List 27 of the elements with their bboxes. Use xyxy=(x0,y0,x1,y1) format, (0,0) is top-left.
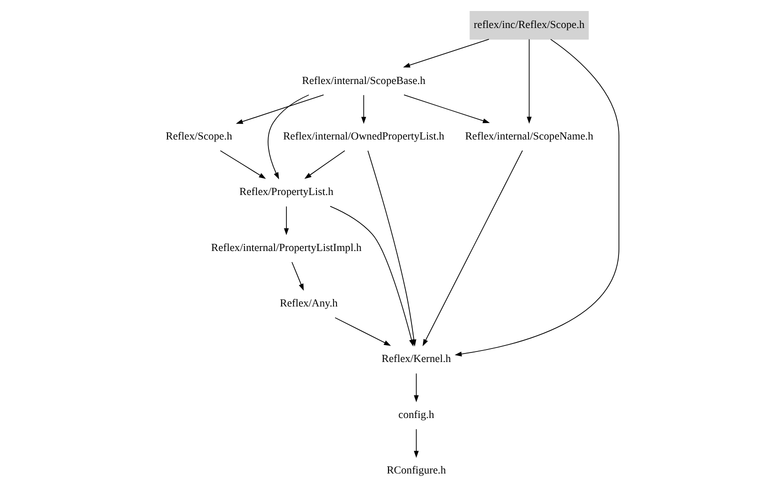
arrow xyxy=(413,428,418,458)
arrow xyxy=(413,373,418,402)
arrow xyxy=(283,206,288,236)
node-text: config.h xyxy=(398,408,434,421)
node-text: Reflex/internal/PropertyListImpl.h xyxy=(210,242,362,254)
arrow xyxy=(235,94,324,124)
arrow xyxy=(329,206,414,346)
arrow xyxy=(291,262,304,291)
arrow xyxy=(403,94,490,124)
arrow xyxy=(219,150,266,179)
node-text: Reflex/internal/OwnedPropertyList.h xyxy=(282,130,444,142)
arrow xyxy=(360,94,366,124)
node-text: Reflex/internal/ScopeBase.h xyxy=(302,74,425,87)
arrow xyxy=(422,150,522,346)
node-box: reflex/inc/Reflex/Scope.h xyxy=(469,10,588,40)
node-text: Reflex/internal/ScopeName.h xyxy=(464,130,593,142)
node-text: Reflex/Any.h xyxy=(279,298,338,310)
node-text: Reflex/Scope.h xyxy=(165,130,232,142)
arrow xyxy=(304,150,345,179)
node-text: Reflex/PropertyList.h xyxy=(238,186,333,198)
node-text: Reflex/Kernel.h xyxy=(381,353,450,366)
arrow xyxy=(402,38,489,68)
arrow xyxy=(267,94,309,180)
node-text: RConfigure.h xyxy=(386,464,446,477)
arrow xyxy=(454,38,619,356)
arrow xyxy=(334,317,390,346)
arrow xyxy=(526,38,532,124)
